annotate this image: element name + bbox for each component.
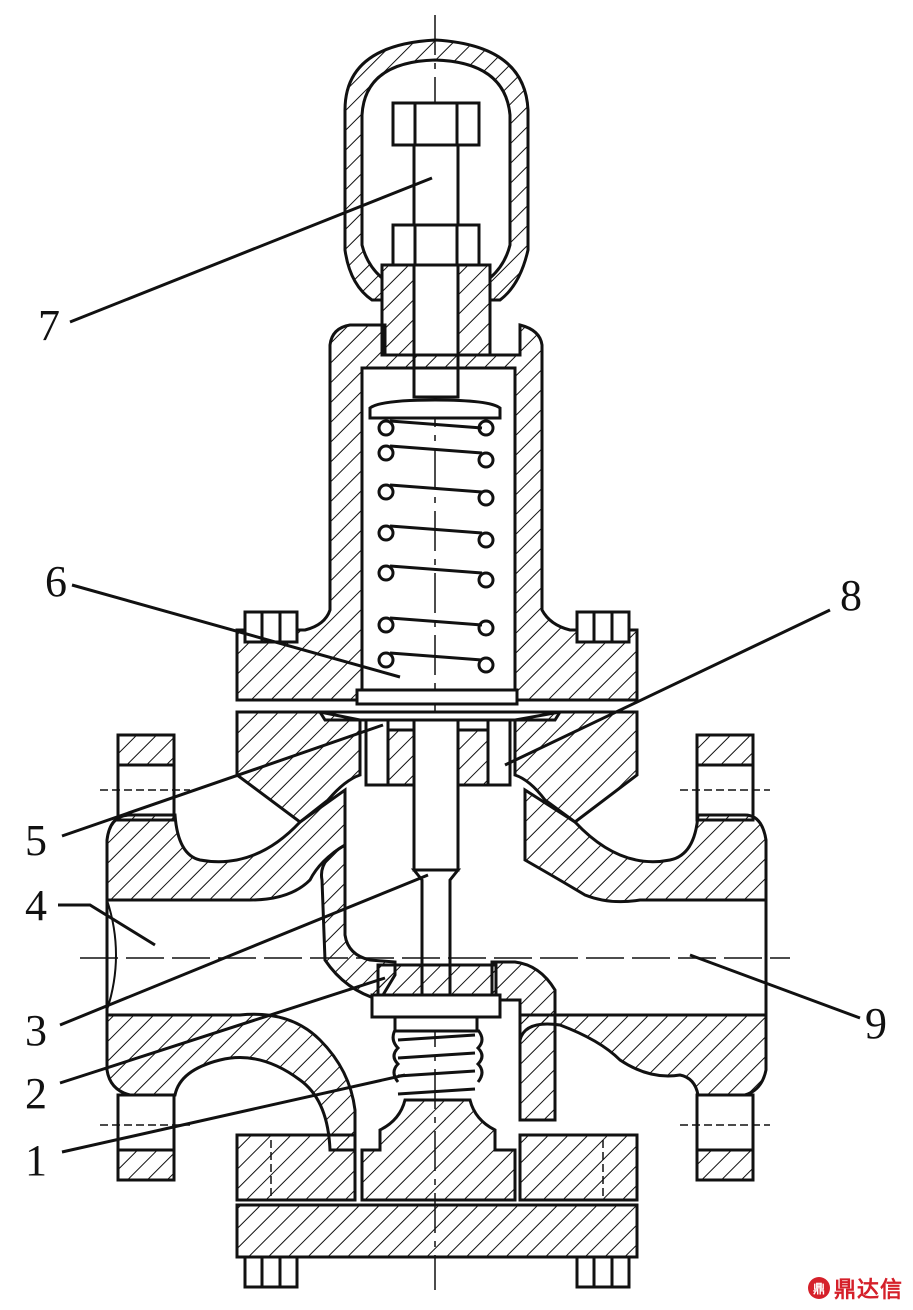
bolt-right-bottom — [575, 1255, 631, 1289]
bolt-left-top — [243, 610, 299, 644]
lock-nut — [391, 223, 481, 267]
label-4: 4 — [25, 881, 47, 930]
bottom-cover — [235, 1133, 357, 1202]
left-flange-top — [116, 733, 176, 767]
body-right-upper-wall — [523, 787, 768, 904]
leader-line-6 — [71, 583, 401, 679]
main-spring — [377, 419, 495, 674]
leader-line-2 — [59, 976, 386, 1085]
leader-line-5 — [61, 723, 384, 838]
body-right-lower-wall — [518, 1013, 768, 1097]
body-right-partition — [490, 960, 557, 1122]
leader-line-9 — [689, 953, 861, 1020]
label-7: 7 — [38, 301, 60, 350]
leader-line-3 — [59, 873, 429, 1027]
label-3: 3 — [25, 1006, 47, 1055]
left-flange-bottom — [116, 1148, 176, 1182]
label-8: 8 — [840, 571, 862, 620]
bonnet-neck — [380, 263, 416, 357]
leader-line-1 — [61, 1073, 406, 1154]
leader-line-7 — [69, 176, 433, 324]
leader-line-8 — [504, 608, 831, 767]
spring-seat-bottom — [355, 688, 519, 706]
body-left-upper-wall — [105, 787, 347, 902]
right-flange-bottom — [695, 1148, 755, 1182]
label-6: 6 — [45, 557, 67, 606]
label-1: 1 — [25, 1136, 47, 1185]
cap-dome — [343, 38, 530, 302]
watermark-text: 鼎达信 — [833, 1278, 903, 1303]
top-nut — [391, 101, 481, 147]
spring-seat-top — [368, 398, 502, 420]
return-spring — [391, 1015, 484, 1096]
leader-line-4 — [58, 903, 156, 947]
bolt-left-bottom — [243, 1255, 299, 1289]
spring-housing — [235, 323, 639, 702]
bottom-plug — [360, 1098, 517, 1202]
valve-stem — [412, 718, 460, 872]
label-5: 5 — [25, 816, 47, 865]
bolt-right-top — [575, 610, 631, 644]
logo-icon: 鼎 — [807, 1277, 830, 1299]
valve-disc — [370, 993, 502, 1019]
valve-seat — [376, 963, 498, 997]
label-2: 2 — [25, 1069, 47, 1118]
label-9: 9 — [865, 999, 887, 1048]
body-left-partition — [319, 842, 397, 1002]
bottom-base-plate — [235, 1203, 639, 1259]
right-flange-top — [695, 733, 755, 767]
watermark: 鼎 鼎达信 — [807, 1272, 903, 1304]
